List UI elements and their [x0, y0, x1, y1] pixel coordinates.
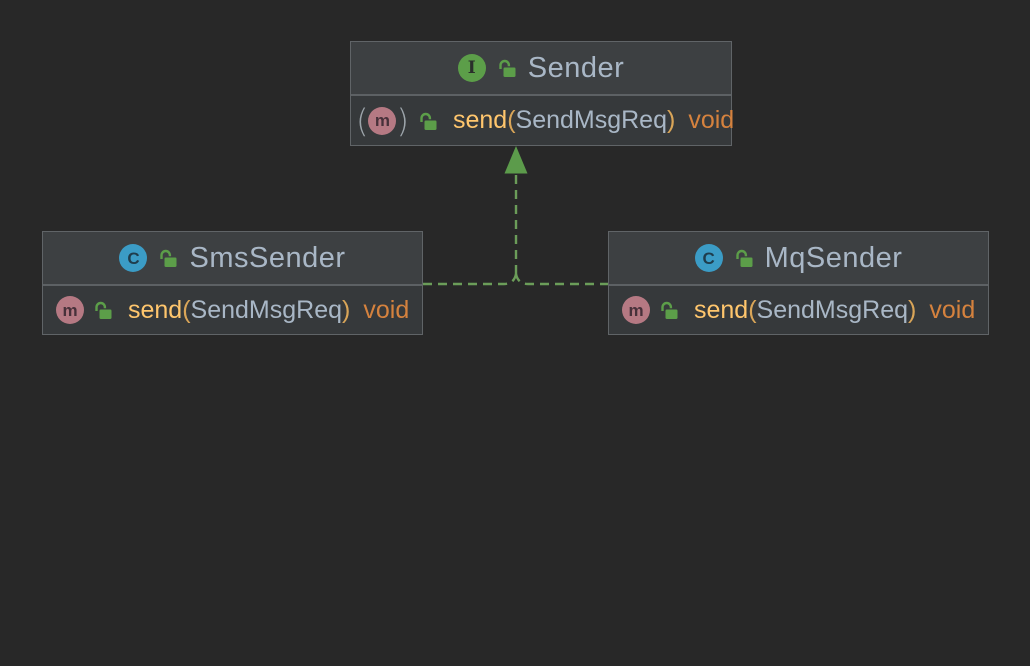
- method-return-type: void: [363, 295, 410, 324]
- abstract-paren-left: (: [356, 101, 369, 140]
- method-param-type: SendMsgReq: [190, 295, 343, 324]
- implements-arrow-shared-segment[interactable]: [504, 146, 528, 276]
- sig-lparen: (: [182, 295, 191, 324]
- sender-node-header[interactable]: I Sender: [351, 42, 731, 96]
- method-row-send[interactable]: m send(SendMsgReq) void: [622, 296, 975, 325]
- method-icon: m: [622, 296, 650, 324]
- class-icon: C: [694, 244, 723, 272]
- method-return-type: void: [688, 106, 735, 134]
- node-title: MqSender: [764, 241, 903, 274]
- method-return-type: void: [929, 295, 976, 324]
- uml-node-smssender[interactable]: C SmsSender m send(SendMsgReq) void: [42, 231, 423, 335]
- mqsender-node-header[interactable]: C MqSender: [609, 232, 988, 286]
- method-name: send: [452, 106, 508, 134]
- sig-rparen: ): [667, 106, 676, 134]
- abstract-method-icon: ( m ): [356, 101, 409, 140]
- method-row-send[interactable]: m send(SendMsgReq) void: [56, 296, 409, 325]
- method-signature: send(SendMsgReq) void: [453, 106, 734, 135]
- public-lock-icon: [92, 299, 114, 321]
- method-icon: m: [56, 296, 84, 324]
- abstract-paren-right: ): [396, 101, 409, 140]
- public-lock-icon: [157, 247, 179, 269]
- method-row-send[interactable]: ( m ) send(SendMsgReq)void: [356, 101, 734, 140]
- sig-rparen: ): [342, 295, 351, 324]
- public-lock-icon: [733, 247, 755, 269]
- node-title: SmsSender: [189, 241, 346, 274]
- implements-arrowhead-icon: [504, 146, 528, 174]
- method-icon: m: [368, 106, 397, 135]
- sig-lparen: (: [748, 295, 757, 324]
- method-param-type: SendMsgReq: [756, 295, 909, 324]
- node-title: Sender: [527, 51, 625, 84]
- method-name: send: [694, 295, 749, 324]
- public-lock-icon: [496, 57, 518, 79]
- edge-mqsender-implements-sender[interactable]: [514, 273, 609, 286]
- interface-icon: I: [457, 54, 486, 82]
- smssender-node-header[interactable]: C SmsSender: [43, 232, 422, 286]
- uml-node-mqsender[interactable]: C MqSender m send(SendMsgReq) void: [608, 231, 989, 335]
- method-param-type: SendMsgReq: [515, 106, 667, 134]
- method-name: send: [128, 295, 183, 324]
- public-lock-icon: [417, 110, 439, 132]
- public-lock-icon: [658, 299, 680, 321]
- method-signature: send(SendMsgReq) void: [694, 296, 975, 325]
- edge-smssender-implements-sender[interactable]: [423, 273, 518, 286]
- class-icon: C: [119, 244, 148, 272]
- sig-lparen: (: [507, 106, 516, 134]
- method-signature: send(SendMsgReq) void: [128, 296, 409, 325]
- uml-node-sender[interactable]: I Sender ( m ): [350, 41, 734, 146]
- sig-rparen: ): [908, 295, 917, 324]
